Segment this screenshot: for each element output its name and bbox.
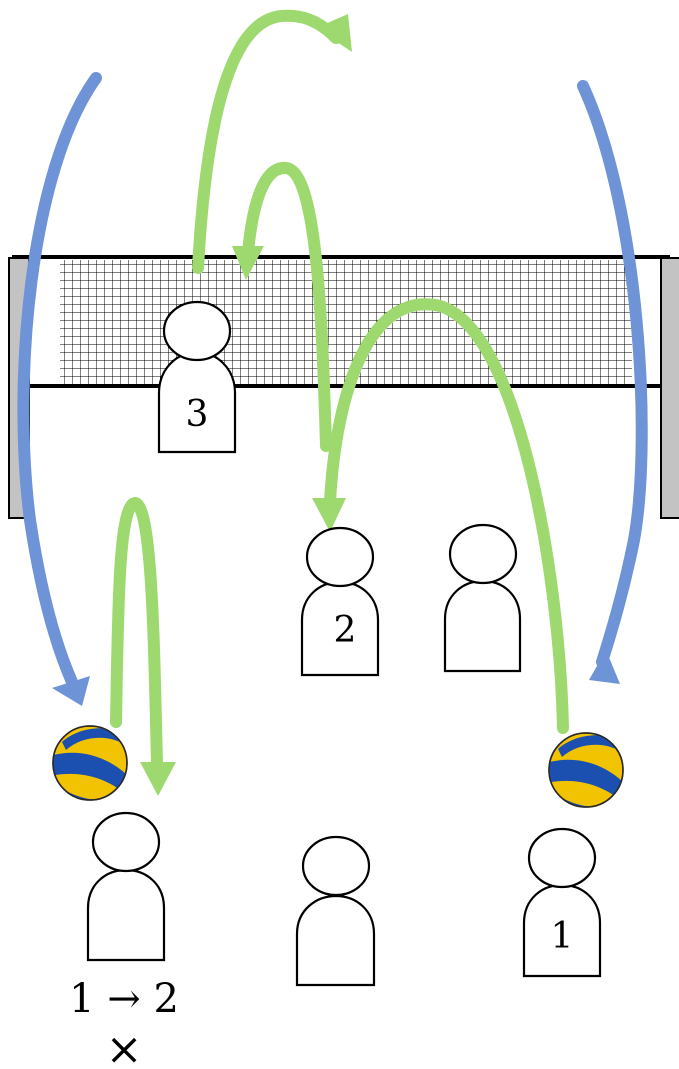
player-left-back	[86, 811, 166, 962]
blue-arrowheads	[52, 650, 620, 706]
player-body	[86, 868, 166, 962]
cross-mark: ×	[106, 1024, 143, 1069]
green-arrowheads	[140, 14, 352, 796]
player-head	[162, 300, 232, 362]
green-arrow-to-3	[242, 162, 332, 452]
player-3-label: 3	[186, 394, 209, 435]
player-head	[448, 523, 518, 585]
net-post-right	[660, 257, 679, 519]
blue-arrowhead-left	[52, 676, 90, 706]
player-2: 2	[300, 526, 380, 677]
player-3: 3	[157, 300, 237, 454]
player-right-mid	[443, 523, 522, 673]
player-2-label: 2	[334, 610, 357, 651]
blue-arrow-left	[17, 72, 102, 688]
green-arrow-1-to-2	[324, 298, 569, 734]
player-head	[91, 811, 161, 873]
player-head	[527, 827, 597, 889]
green-arrow-left-toss	[110, 496, 163, 770]
player-1: 1	[522, 827, 602, 978]
player-body	[443, 579, 522, 673]
green-arrowhead-over	[316, 14, 352, 52]
green-arrowhead-left	[140, 762, 176, 796]
player-body	[295, 894, 376, 987]
blue-arrow-right	[577, 80, 648, 668]
player-mid-back	[295, 835, 376, 987]
green-arrowhead-to-3	[232, 246, 264, 280]
blue-arrowhead-right	[589, 650, 620, 684]
player-head	[301, 835, 371, 897]
volleyball-left	[52, 725, 128, 801]
net-mesh	[60, 260, 632, 386]
player-1-label: 1	[551, 916, 574, 957]
rotation-sequence-label: 1 → 2	[69, 976, 179, 1022]
blue-arrows	[17, 72, 648, 688]
volleyball-right	[548, 732, 624, 808]
green-arrow-set-over	[192, 9, 342, 274]
player-head	[305, 526, 375, 588]
green-arrowhead-to-2	[312, 498, 346, 532]
green-arrows	[110, 9, 569, 770]
